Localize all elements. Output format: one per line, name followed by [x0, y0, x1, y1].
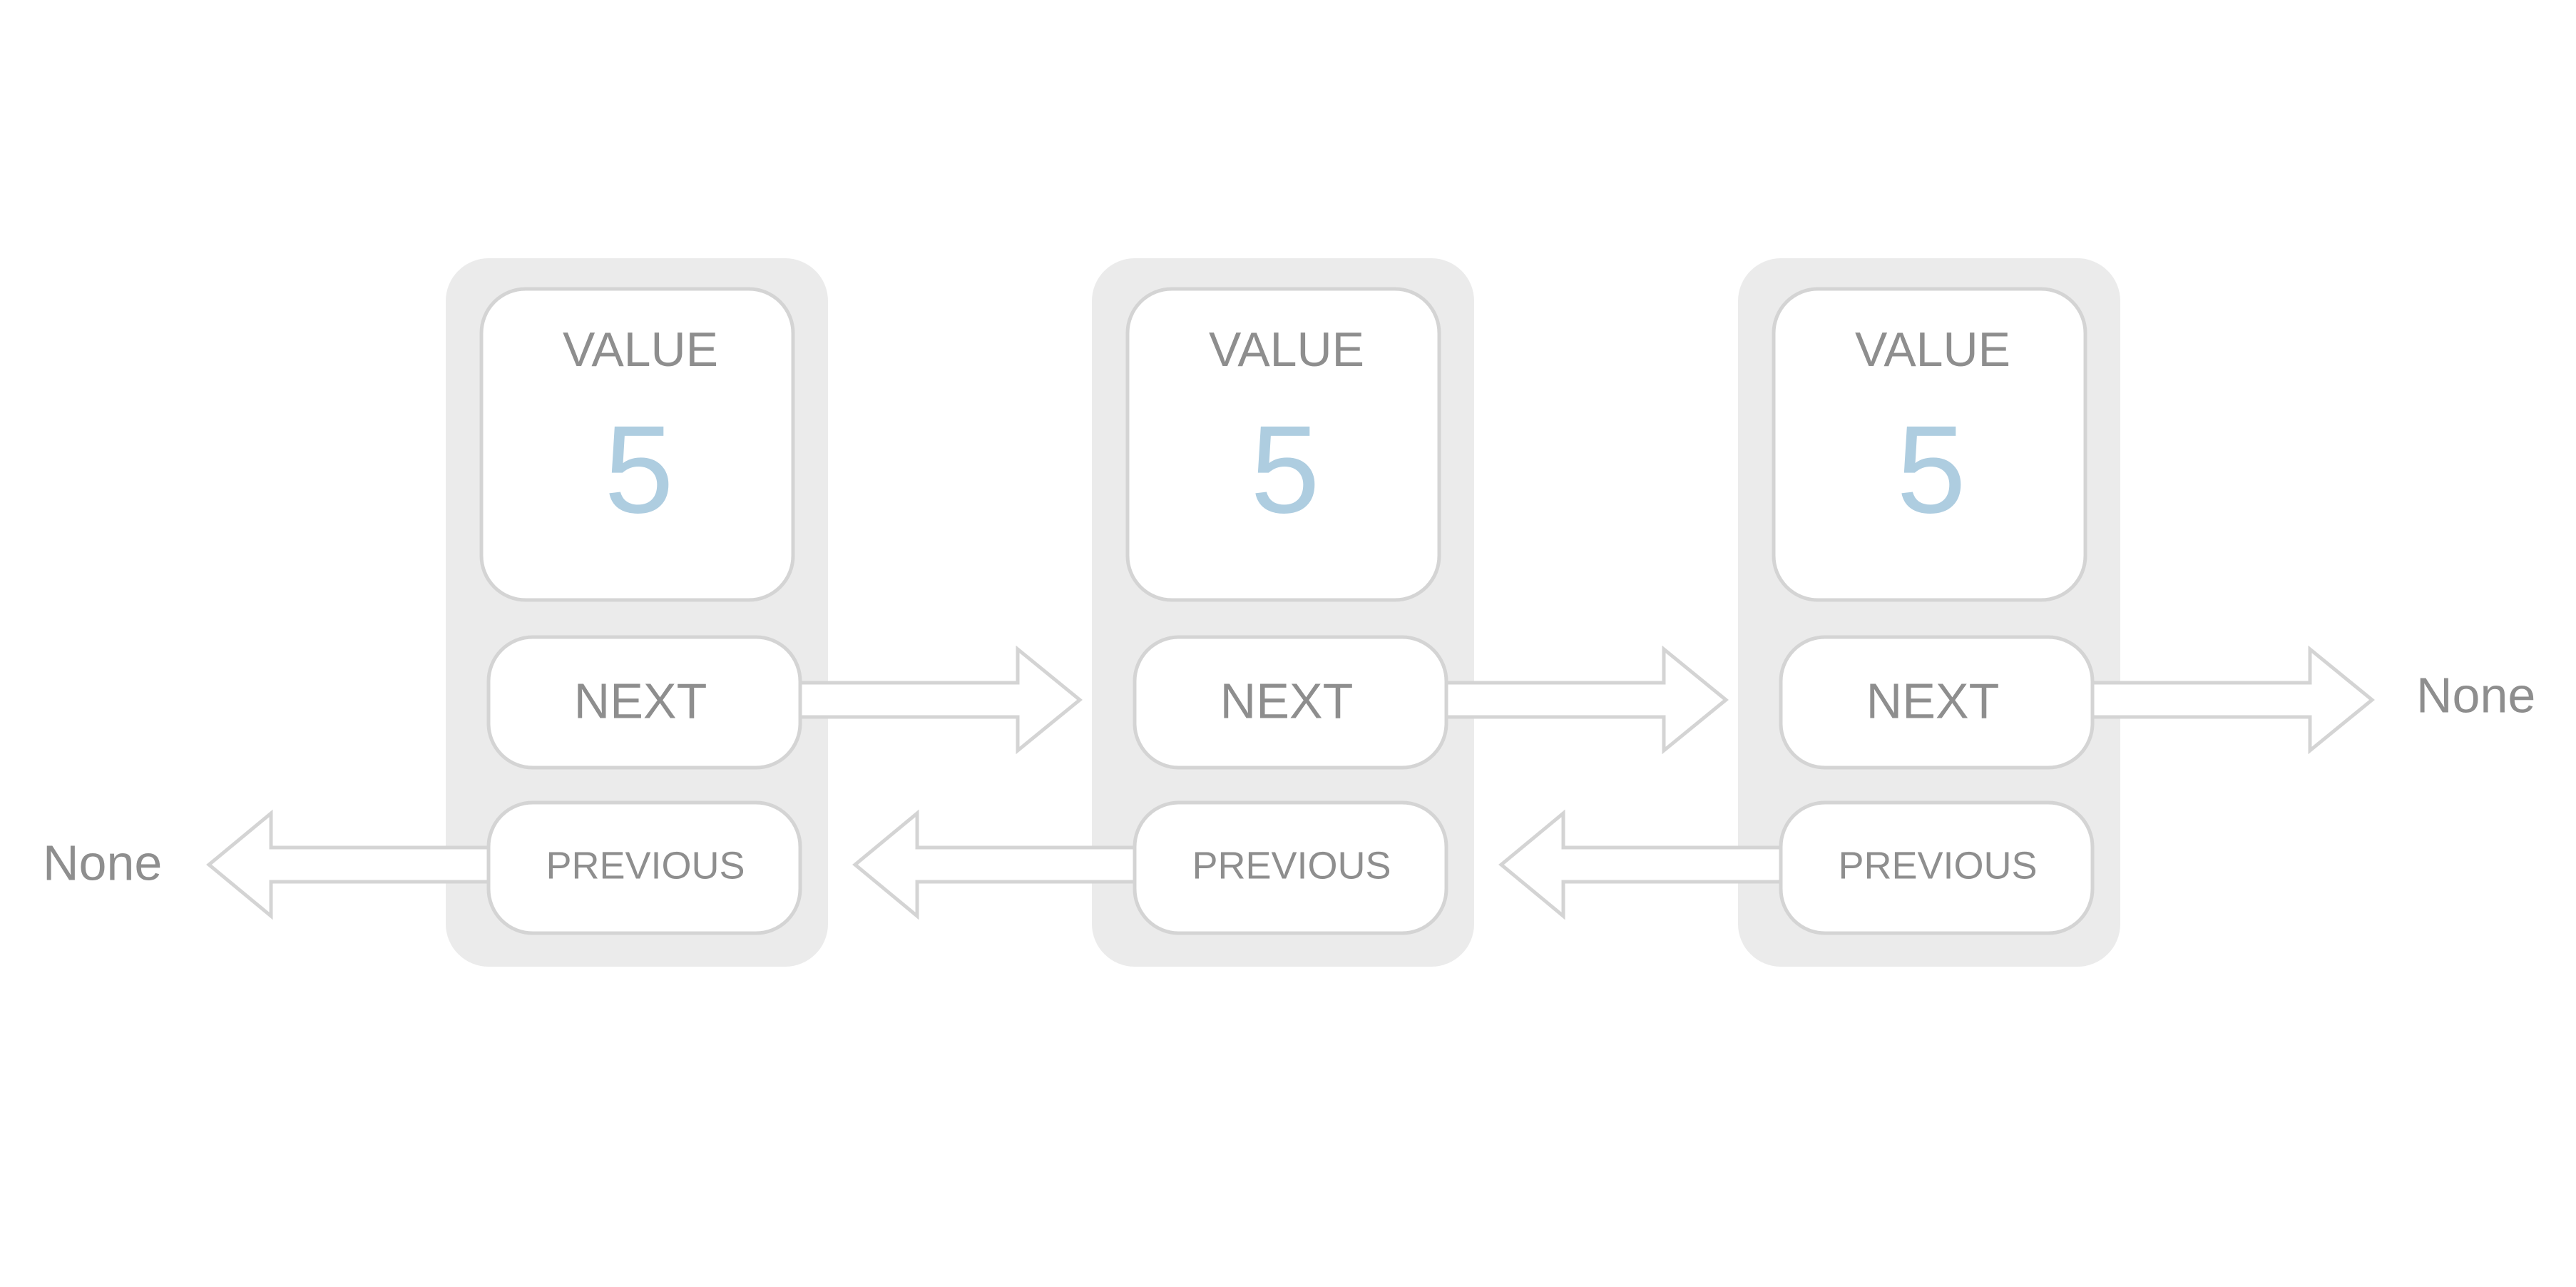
left-none-label: None [43, 835, 162, 890]
value-slot [1772, 287, 2087, 602]
arrows-layer [206, 645, 2375, 920]
previous-arrow [1498, 809, 1783, 920]
nodes-layer [446, 258, 2120, 967]
value-slot [479, 287, 795, 602]
next-label: NEXT [574, 673, 707, 728]
value-label: VALUE [1209, 322, 1364, 377]
node-value: 5 [1250, 400, 1319, 539]
previous-arrow [206, 809, 491, 920]
next-arrow [798, 645, 1083, 755]
next-label: NEXT [1866, 673, 2000, 728]
value-label: VALUE [1855, 322, 2010, 377]
right-none-label: None [2416, 667, 2535, 723]
previous-arrow [852, 809, 1137, 920]
previous-label: PREVIOUS [1838, 844, 2037, 887]
node-value: 5 [604, 400, 673, 539]
node-value: 5 [1896, 400, 1966, 539]
next-arrow [1444, 645, 1729, 755]
list-node [1092, 258, 1474, 967]
previous-label: PREVIOUS [546, 844, 745, 887]
next-arrow [2090, 645, 2375, 755]
value-slot [1125, 287, 1441, 602]
value-label: VALUE [563, 322, 718, 377]
list-node [1738, 258, 2120, 967]
previous-label: PREVIOUS [1192, 844, 1391, 887]
list-node [446, 258, 828, 967]
next-label: NEXT [1220, 673, 1354, 728]
